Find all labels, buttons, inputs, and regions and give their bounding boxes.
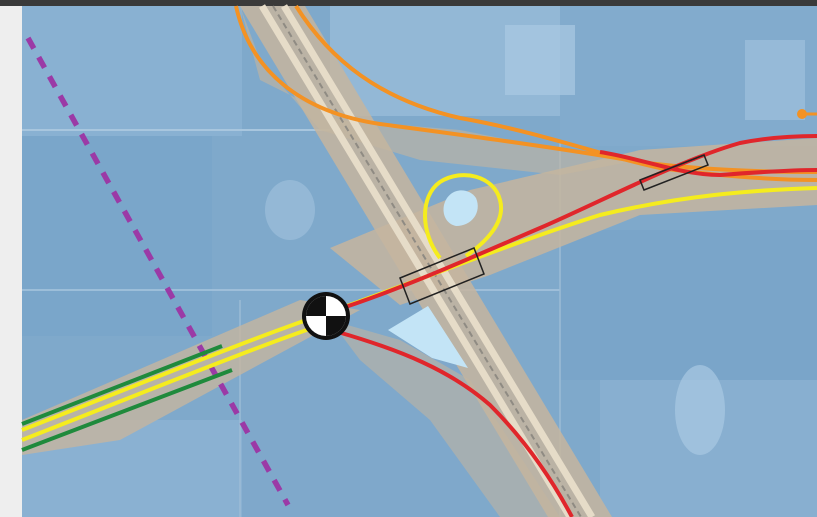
ramp-orange-inner [294, 4, 817, 182]
sheet-top-band [0, 0, 817, 6]
field-patch [560, 230, 817, 380]
field-patch [675, 365, 725, 455]
pond-north [443, 190, 478, 226]
route-yellow-mainline-south [21, 320, 331, 442]
field-patch [22, 6, 242, 136]
pond-south [388, 306, 468, 368]
ramp-right-of-way [330, 320, 560, 517]
bridge-outline-main [399, 247, 485, 305]
field-patch [22, 136, 212, 336]
highway-lane [281, 4, 595, 517]
field-patch [505, 25, 575, 95]
crossroad-right-of-way [330, 138, 817, 305]
highway-lanes [259, 4, 595, 517]
ramp-orange-outer [234, 5, 817, 174]
benchmark-quadrant-se [326, 316, 346, 336]
route-red-ramp-east [599, 150, 817, 178]
route-red-mainline [329, 134, 817, 314]
route-red-ramp-south [337, 330, 574, 517]
survey-benchmark-icon[interactable] [302, 292, 350, 340]
route-green-north [21, 344, 223, 426]
loop-ramp-yellow [423, 173, 504, 260]
boundary-line-purple [25, 36, 291, 507]
bridge-outline-ramp [639, 154, 709, 191]
benchmark-quadrant-nw [306, 296, 326, 316]
field-patch [265, 180, 315, 240]
ramp-orange-endpoint [797, 109, 807, 119]
field-patch [745, 40, 805, 120]
highway-lane [259, 4, 573, 517]
aerial-field-patches [22, 6, 817, 517]
route-green-south [21, 368, 233, 452]
